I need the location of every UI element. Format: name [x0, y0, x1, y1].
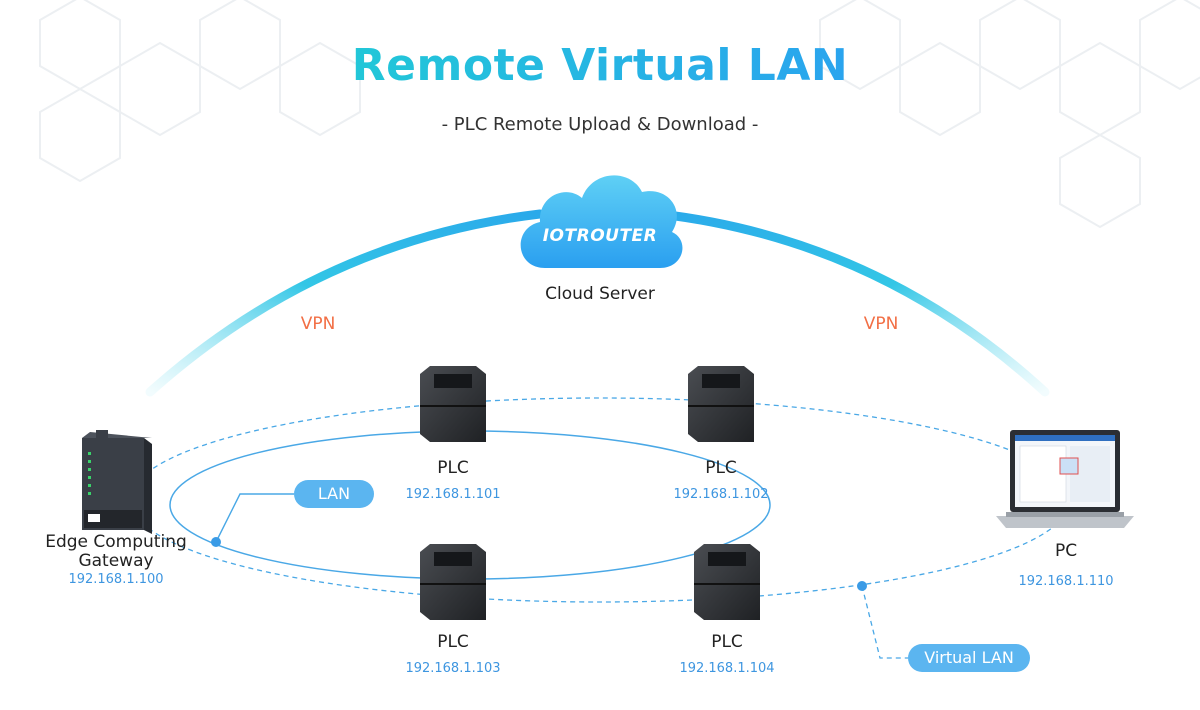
plc-label-1: PLC [437, 458, 469, 478]
plc-label-3: PLC [437, 632, 469, 652]
cloud-icon [520, 175, 683, 268]
hexagon-background [39, 0, 1200, 229]
virtual-lan-tag: Virtual LAN [908, 644, 1030, 672]
cloud-server-label: Cloud Server [545, 284, 655, 304]
plc-icon-4 [694, 544, 760, 620]
vpn-label-right: VPN [863, 314, 899, 334]
lan-tag: LAN [294, 480, 374, 508]
plc-icon-1 [420, 366, 486, 442]
lan-node-dot [211, 537, 221, 547]
laptop-icon [996, 430, 1134, 528]
page-subtitle: - PLC Remote Upload & Download - [441, 114, 759, 135]
vpn-arc-left [145, 209, 545, 397]
plc-ip-2: 192.168.1.102 [673, 487, 769, 502]
edge-gateway-icon [82, 430, 152, 534]
plc-ip-3: 192.168.1.103 [405, 661, 501, 676]
gateway-ip: 192.168.1.100 [68, 572, 164, 587]
plc-label-4: PLC [711, 632, 743, 652]
lan-connector [215, 493, 294, 543]
plc-icon-3 [420, 544, 486, 620]
gateway-label-line1: Edge Computing [45, 532, 187, 552]
pc-label: PC [1054, 541, 1078, 561]
plc-label-2: PLC [705, 458, 737, 478]
cloud-brand: IOTROUTER [542, 226, 658, 246]
plc-ip-4: 192.168.1.104 [679, 661, 775, 676]
pc-ip: 192.168.1.110 [1018, 574, 1114, 589]
plc-icon-2 [688, 366, 754, 442]
gateway-label-line2: Gateway [78, 551, 154, 571]
page-title: Remote Virtual LAN [351, 40, 849, 91]
vpn-label-left: VPN [300, 314, 336, 334]
virtual-lan-node-dot [857, 581, 867, 591]
virtual-lan-connector [861, 585, 908, 659]
plc-ip-1: 192.168.1.101 [405, 487, 501, 502]
vpn-arc-right [655, 209, 1050, 397]
